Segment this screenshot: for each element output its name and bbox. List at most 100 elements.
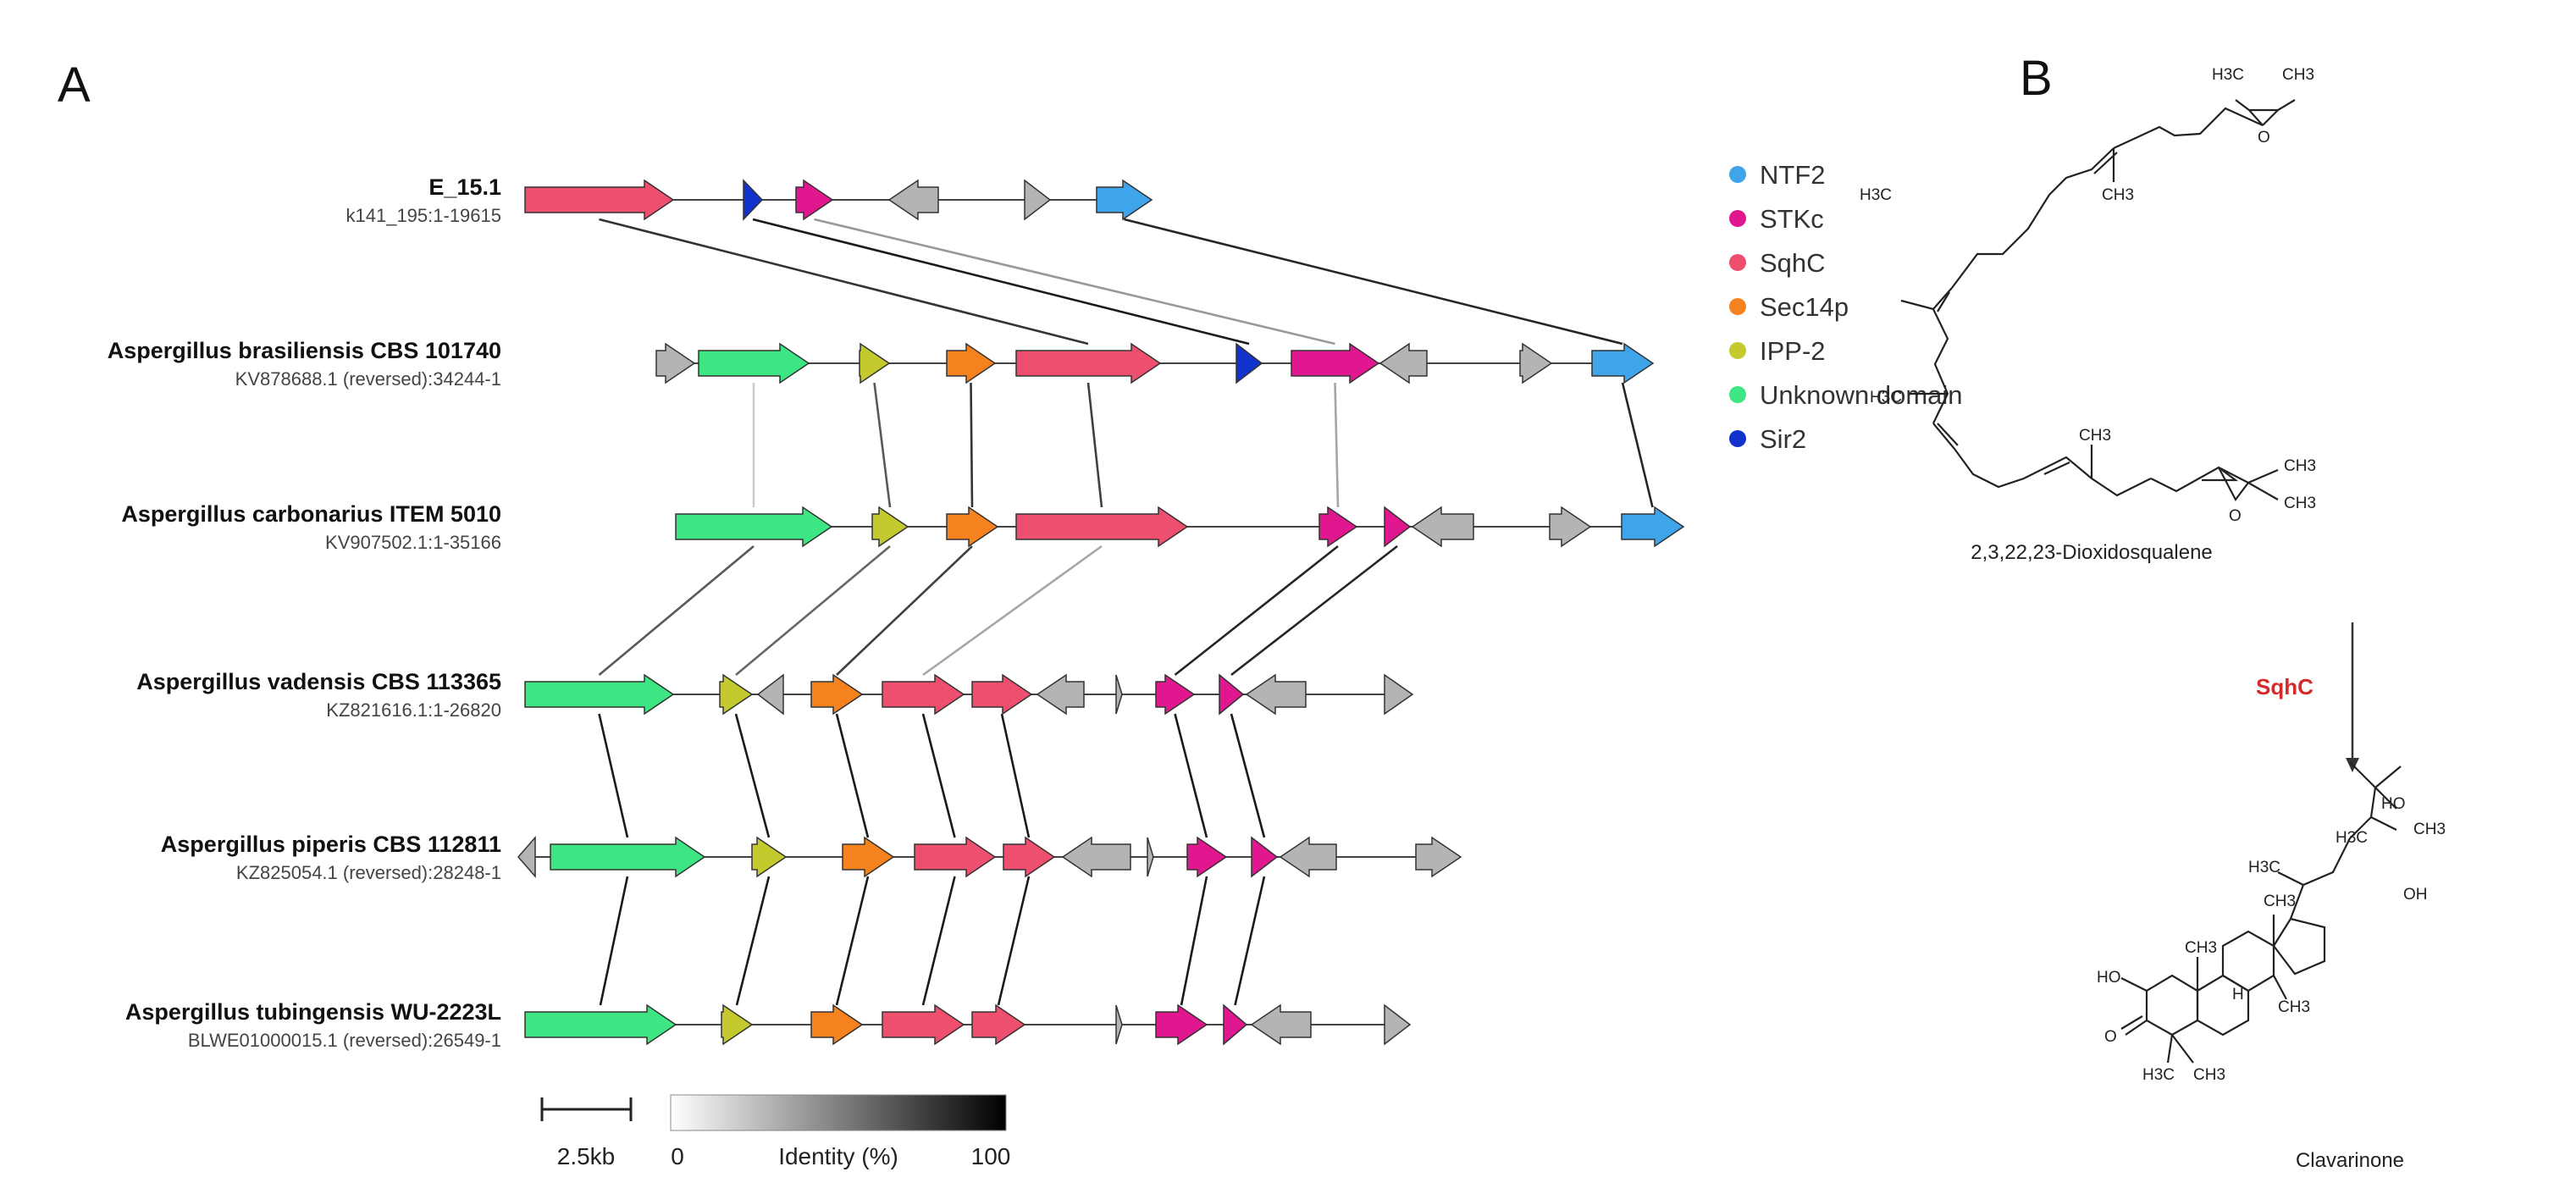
- gene-arrow-unknown: [698, 342, 810, 384]
- gene-arrow-other: [756, 673, 784, 716]
- gene-arrow-unknown: [675, 506, 833, 548]
- atom-o-3: O: [2104, 1028, 2117, 1046]
- gene-arrow-other: [1415, 836, 1462, 878]
- gene-arrow-ipp-2: [871, 506, 909, 548]
- gene-arrow-ntf2: [1591, 342, 1655, 384]
- homology-link: [1174, 544, 1339, 677]
- gene-arrow-other: [1061, 836, 1131, 878]
- gene-arrow-sec14p: [946, 506, 999, 548]
- identity-title: Identity (%): [778, 1143, 898, 1169]
- panel-a-label: A: [58, 58, 91, 113]
- dioxidosqualene-structure: [1900, 99, 2296, 502]
- homology-link: [735, 876, 771, 1006]
- atom-ch3-8: CH3: [2185, 939, 2217, 957]
- homology-link: [1000, 713, 1031, 838]
- gene-arrow-sir2: [1235, 342, 1263, 384]
- gene-arrow-stkc: [1155, 1003, 1208, 1046]
- homology-link: [1230, 544, 1398, 677]
- homology-link: [835, 713, 870, 838]
- gene-arrow-other: [1024, 179, 1052, 221]
- legend-label-unknown: Unknown domain: [1760, 380, 1963, 410]
- homology-link: [598, 713, 629, 838]
- gene-arrow-other: [887, 179, 939, 221]
- atom-ch3-3: CH3: [2079, 427, 2111, 445]
- gene-arrow-stkc: [795, 179, 834, 221]
- homology-link: [1230, 713, 1266, 838]
- gene-arrow-stkc: [1384, 506, 1412, 548]
- atom-ch3-10: CH3: [2193, 1066, 2225, 1084]
- cluster-accession: KV907502.1:1-35166: [325, 532, 501, 553]
- gene-arrow-stkc: [1291, 342, 1380, 384]
- atom-ch3-7: CH3: [2264, 893, 2296, 910]
- cluster-4: Aspergillus vadensis CBS 113365KZ821616.…: [136, 669, 1414, 721]
- gene-arrow-ipp-2: [859, 342, 891, 384]
- gene-arrow-ipp-2: [719, 673, 754, 716]
- atom-ch3-5: CH3: [2284, 495, 2316, 512]
- homology-link: [814, 218, 1335, 345]
- gene-arrow-other: [1519, 342, 1553, 384]
- gene-arrow-ntf2: [1621, 506, 1685, 548]
- gene-arrow-sqhc: [882, 1003, 965, 1046]
- gene-arrow-other: [1384, 1003, 1412, 1046]
- gene-arrow-unknown: [524, 1003, 677, 1046]
- homology-link: [734, 713, 771, 838]
- legend-dot-sir2: [1729, 430, 1746, 447]
- identity-gradient-bar: [670, 1094, 1007, 1131]
- homology-link: [873, 382, 892, 508]
- homology-links: [598, 218, 1654, 1006]
- gene-arrow-stkc: [1223, 1003, 1248, 1046]
- cluster-name: Aspergillus vadensis CBS 113365: [136, 669, 501, 694]
- length-scale-bar: 2.5kb: [540, 1097, 633, 1169]
- gene-arrow-other: [1384, 673, 1414, 716]
- homology-link: [599, 876, 629, 1006]
- homology-link: [599, 218, 1089, 345]
- gene-arrow-other: [1250, 1003, 1312, 1046]
- cluster-accession: k141_195:1-19615: [346, 205, 502, 226]
- legend-label-ntf2: NTF2: [1760, 160, 1826, 190]
- gene-arrow-stkc: [1318, 506, 1358, 548]
- gene-arrow-ipp-2: [751, 836, 788, 878]
- cluster-6: Aspergillus tubingensis WU-2223LBLWE0100…: [125, 999, 1412, 1051]
- atom-h-1: H: [2232, 986, 2244, 1003]
- cluster-name: Aspergillus piperis CBS 112811: [161, 832, 501, 857]
- atom-ch3-6: CH3: [2413, 821, 2446, 838]
- cluster-5: Aspergillus piperis CBS 112811KZ825054.1…: [161, 832, 1462, 883]
- identity-max-label: 100: [971, 1143, 1011, 1169]
- atom-h3c-3: H3C: [1870, 389, 1902, 406]
- gene-arrow-sec14p: [810, 673, 864, 716]
- atom-ch3-4: CH3: [2284, 457, 2316, 475]
- cluster-name: E_15.1: [428, 174, 501, 200]
- gene-arrow-ipp-2: [721, 1003, 754, 1046]
- gene-arrow-other: [1379, 342, 1428, 384]
- atom-o-1: O: [2258, 129, 2270, 146]
- homology-link: [921, 876, 956, 1006]
- gene-arrow-sqhc: [524, 179, 675, 221]
- cluster-accession: KZ825054.1 (reversed):28248-1: [236, 862, 501, 883]
- atom-h3c-5: H3C: [2248, 859, 2280, 876]
- legend-dot-ipp2: [1729, 342, 1746, 359]
- gene-arrow-sqhc: [1003, 836, 1056, 878]
- legend-label-ipp2: IPP-2: [1760, 336, 1826, 366]
- gene-arrow-other: [517, 835, 536, 879]
- legend-dot-sec14p: [1729, 298, 1746, 315]
- cluster-accession: KV878688.1 (reversed):34244-1: [235, 368, 501, 390]
- gene-arrow-other: [1279, 836, 1337, 878]
- identity-color-scale: 0 Identity (%) 100: [670, 1094, 1011, 1169]
- legend-dot-stkc: [1729, 210, 1746, 227]
- homology-link: [1174, 713, 1208, 838]
- atom-h3c-2: H3C: [1860, 186, 1892, 204]
- cluster-2: Aspergillus brasiliensis CBS 101740KV878…: [108, 338, 1655, 390]
- homology-link: [1621, 382, 1654, 508]
- gene-arrow-other: [1115, 674, 1123, 715]
- gene-arrow-sec14p: [946, 342, 997, 384]
- gene-arrow-other: [1147, 837, 1154, 877]
- gene-arrow-sqhc: [914, 836, 997, 878]
- cluster-1: E_15.1 k141_195:1-19615: [346, 174, 1153, 226]
- gene-arrow-unknown: [550, 836, 706, 878]
- homology-link: [1334, 382, 1340, 508]
- gene-arrow-sec14p: [842, 836, 895, 878]
- atom-h3c-6: H3C: [2142, 1066, 2175, 1084]
- gene-arrow-other: [1036, 673, 1085, 716]
- gene-arrow-sec14p: [810, 1003, 864, 1046]
